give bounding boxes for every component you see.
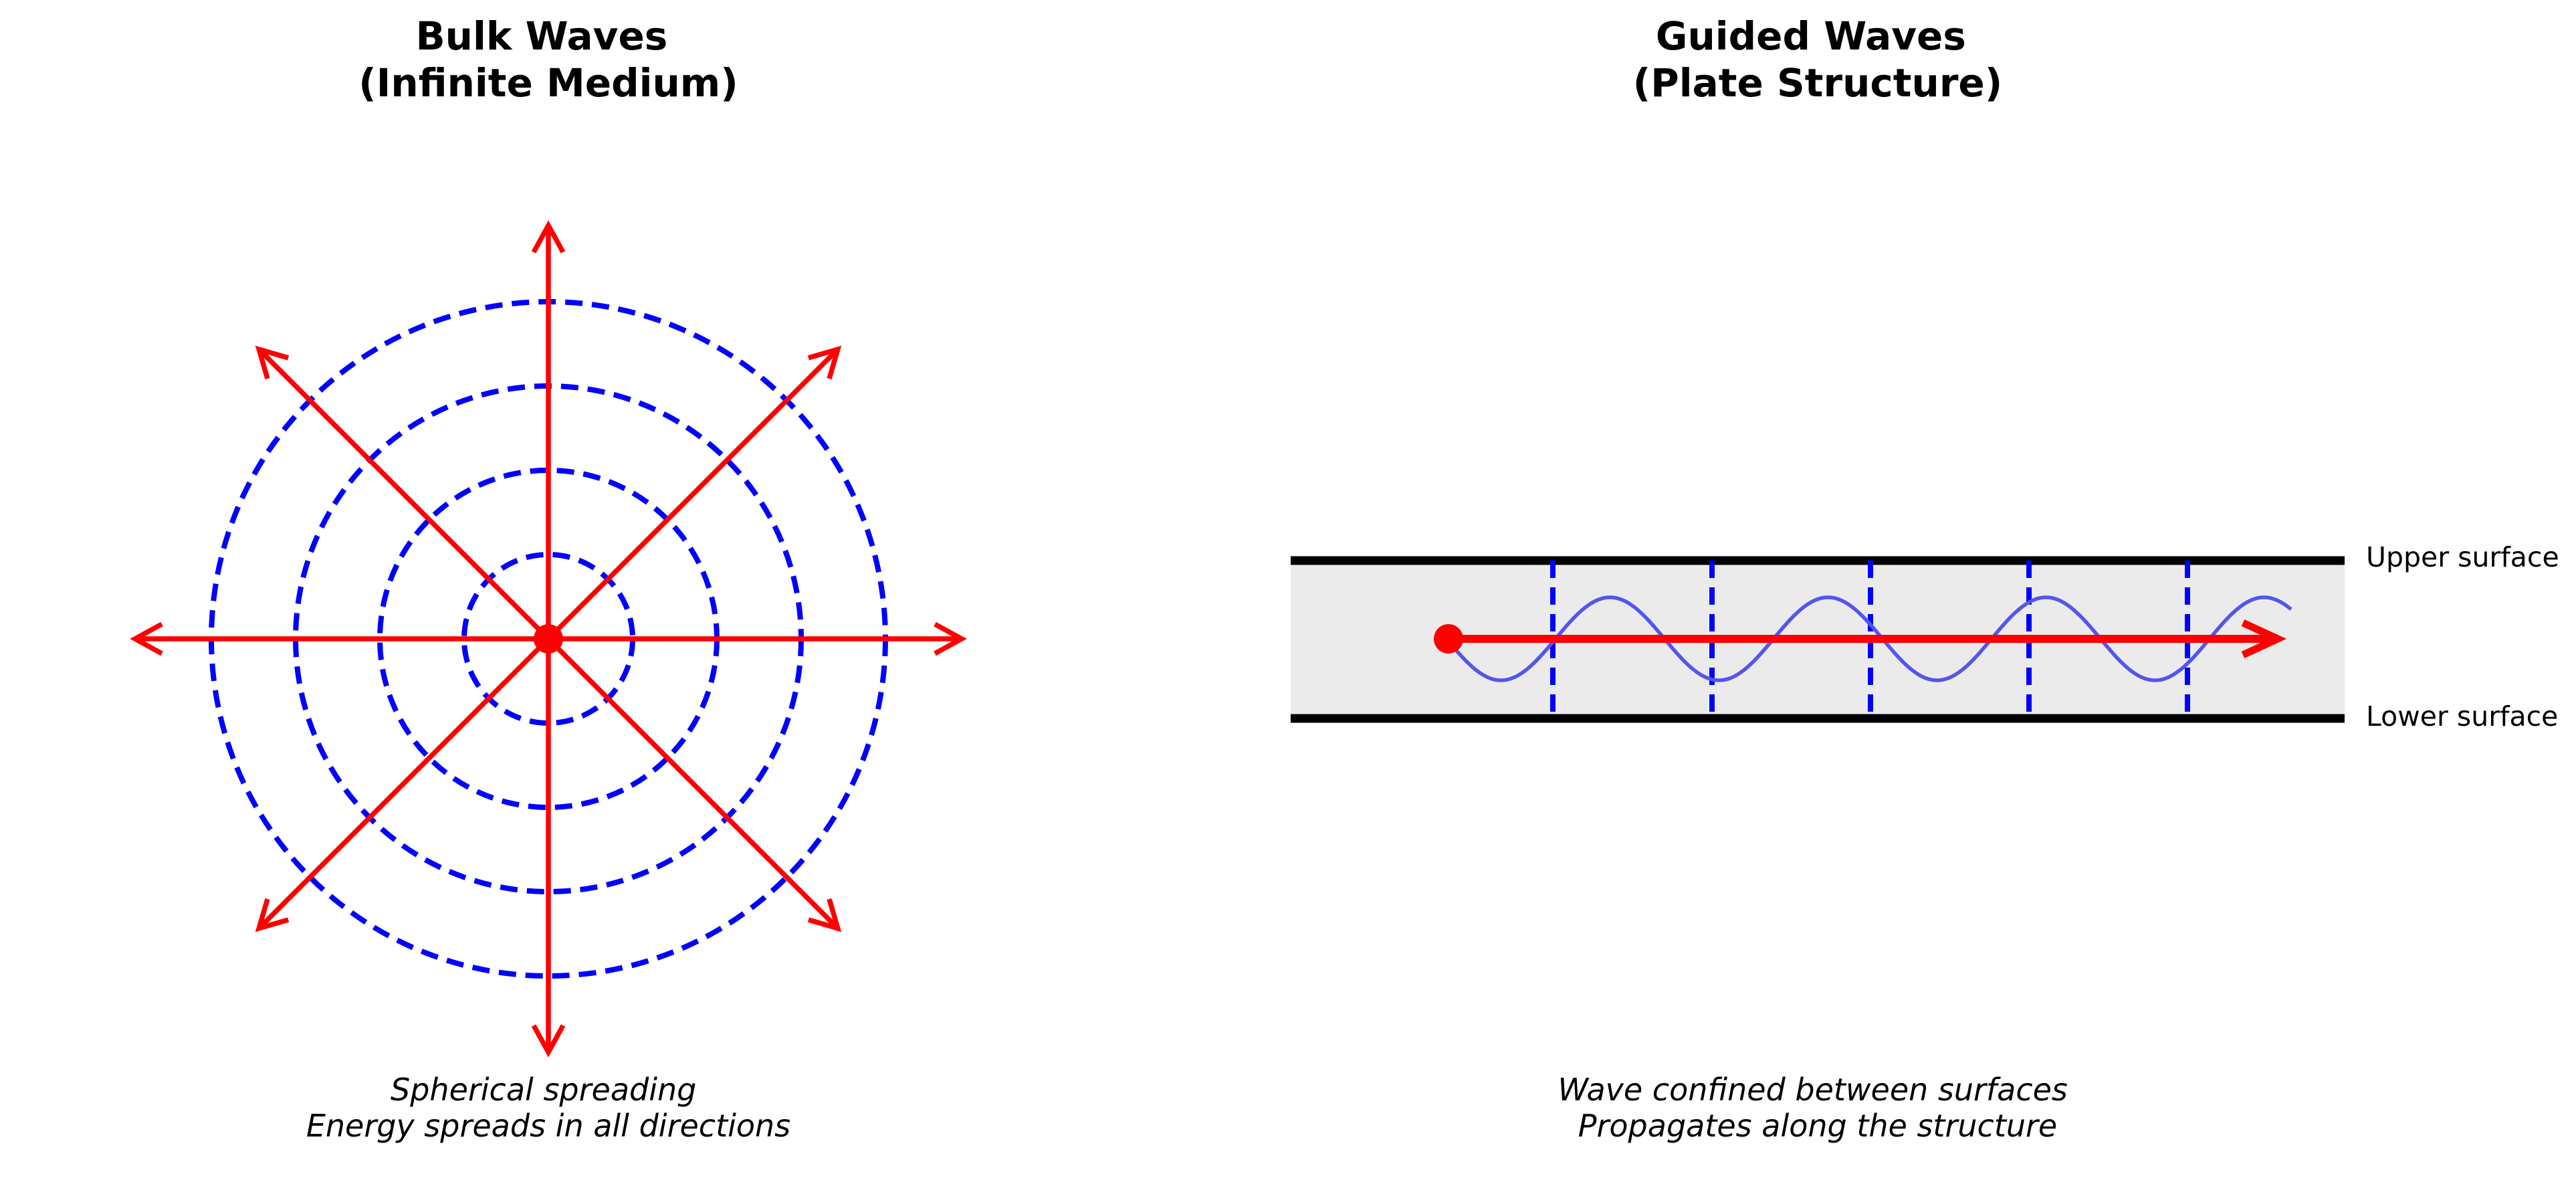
guided-title-line1: Guided Waves <box>1656 13 1966 59</box>
bulk-caption-line1: Spherical spreading <box>391 1072 696 1108</box>
ray-arrowhead <box>807 345 842 380</box>
lower-surface-label: Lower surface <box>2366 700 2558 732</box>
bulk-caption-line2: Energy spreads in all directions <box>306 1108 790 1144</box>
guided-propagation-arrow <box>1448 619 2287 658</box>
ray-arrow <box>255 637 550 932</box>
bulk-title-line2: (Infinite Medium) <box>358 60 738 106</box>
ray-arrowhead <box>934 621 967 656</box>
ray-arrow <box>531 220 566 639</box>
guided-source-point <box>1434 624 1463 654</box>
ray-shaft <box>257 637 550 930</box>
guided-caption-line1: Wave confined between surfaces <box>1558 1072 2067 1108</box>
ray-arrowhead <box>255 345 290 380</box>
bulk-panel-title: Bulk Waves (Infinite Medium) <box>358 13 738 106</box>
ray-arrowhead <box>807 898 842 932</box>
ray-arrowhead <box>255 898 290 932</box>
ray-arrow <box>531 639 566 1058</box>
upper-surface-label: Upper surface <box>2366 541 2559 573</box>
ray-shaft <box>546 347 840 641</box>
bulk-rays <box>130 220 967 1058</box>
ray-arrow <box>546 637 842 932</box>
guided-waves-panel: Guided Waves (Plate Structure) Upper sur… <box>1291 13 2559 1144</box>
ray-shaft <box>546 637 840 930</box>
guided-wave-curve <box>1444 595 2292 682</box>
ray-arrowhead <box>531 1024 566 1058</box>
guided-panel-title: Guided Waves (Plate Structure) <box>1633 13 2003 106</box>
bulk-source-point <box>534 624 563 654</box>
guided-caption-line2: Propagates along the structure <box>1578 1108 2057 1144</box>
bulk-waves-panel: Bulk Waves (Infinite Medium) Spherical s… <box>130 13 967 1144</box>
ray-shaft <box>257 347 550 641</box>
guided-title-line2: (Plate Structure) <box>1633 60 2003 106</box>
ray-arrow <box>255 345 550 641</box>
bulk-panel-caption: Spherical spreading Energy spreads in al… <box>306 1072 790 1144</box>
guided-panel-caption: Wave confined between surfaces Propagate… <box>1558 1072 2077 1144</box>
ray-arrowhead <box>531 220 566 254</box>
ray-arrow <box>130 621 548 656</box>
ray-arrow <box>546 345 842 641</box>
ray-arrowhead <box>130 621 163 656</box>
guided-arrowhead <box>2241 619 2287 658</box>
bulk-title-line1: Bulk Waves <box>415 13 667 59</box>
ray-arrow <box>548 621 967 656</box>
